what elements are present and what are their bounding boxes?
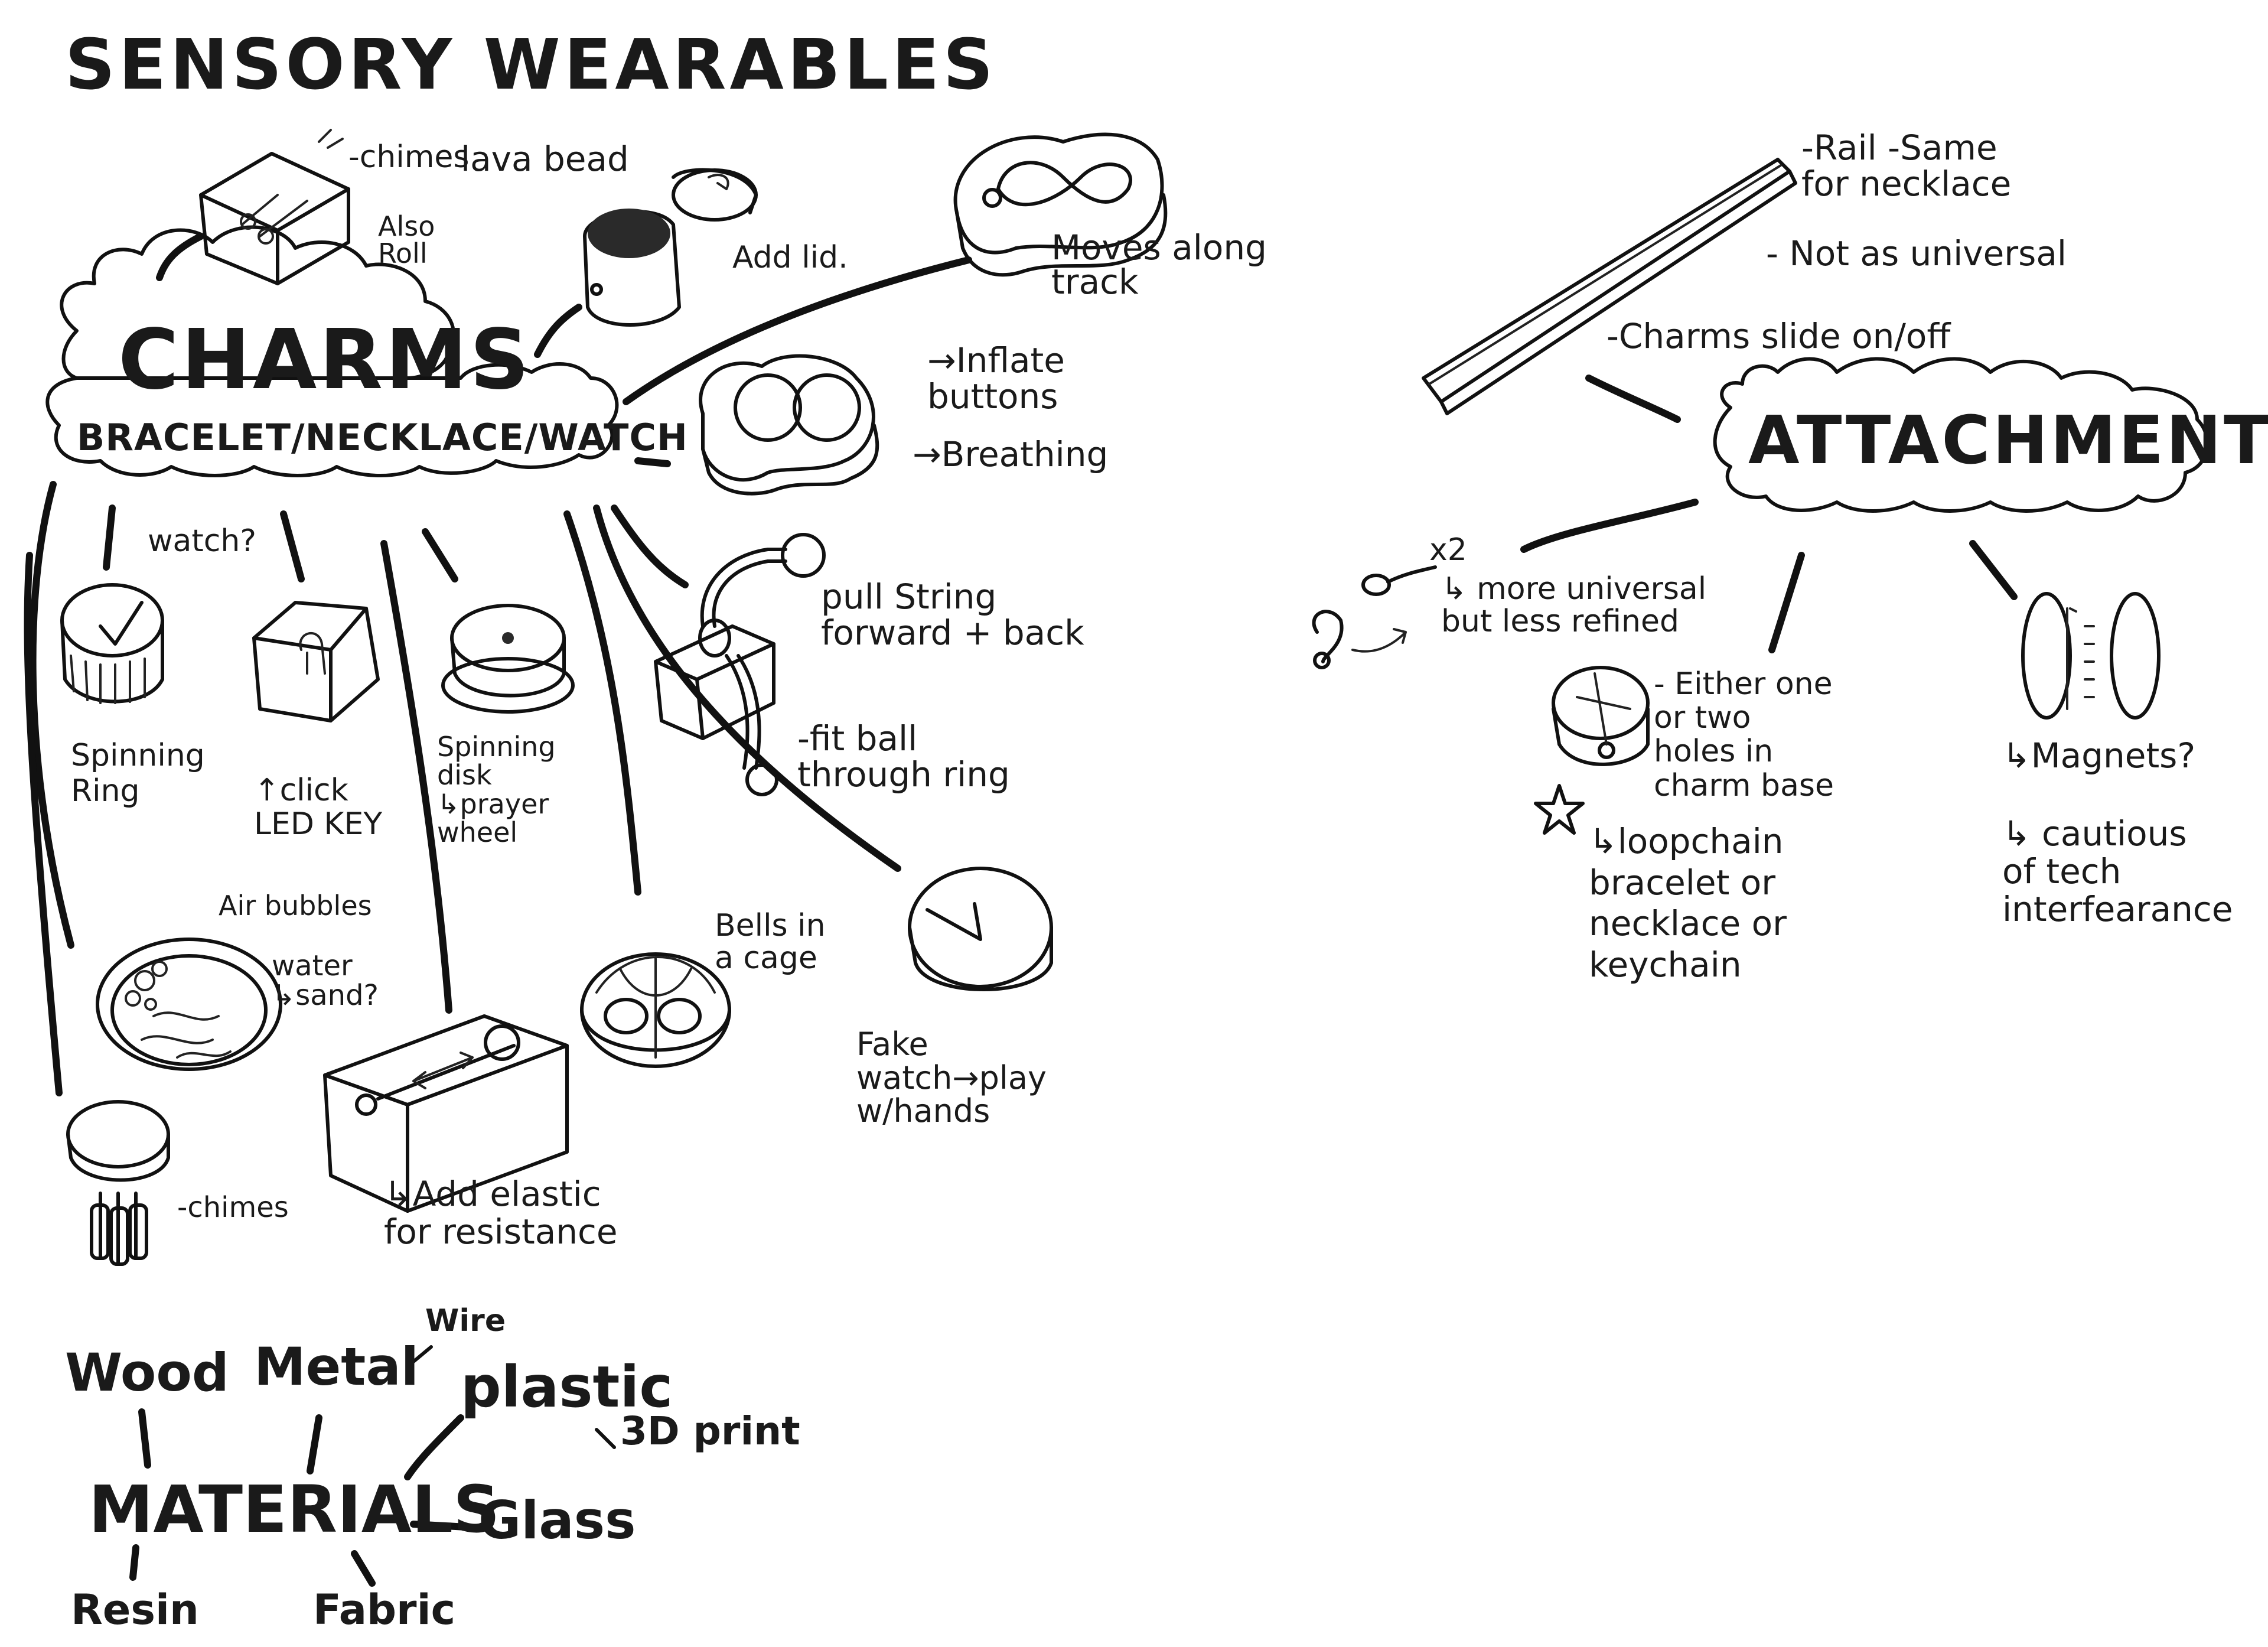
note-chimes-bottom: -chimes xyxy=(177,1191,289,1224)
material-wire: Wire xyxy=(425,1303,506,1339)
material-glass: Glass xyxy=(478,1490,636,1551)
note-cautious: ↳ cautious of tech interfearance xyxy=(2002,813,2233,929)
pull-string-sketch xyxy=(654,533,826,796)
attachment-heading: ATTACHMENT xyxy=(1748,402,2268,479)
note-add-lid: Add lid. xyxy=(732,240,848,275)
charms-cloud xyxy=(45,225,619,477)
infinity-track-sketch xyxy=(953,132,1168,277)
note-watch-q: watch? xyxy=(148,523,256,559)
led-key-sketch xyxy=(252,601,380,722)
lava-bead-sketch xyxy=(583,168,758,327)
note-spinning-ring: Spinning Ring xyxy=(71,738,205,809)
page-title: SENSORY WEARABLES xyxy=(65,24,997,105)
charm-base-sketch xyxy=(1534,666,1650,835)
note-click-led: ↑click LED KEY xyxy=(254,773,383,842)
material-wood: Wood xyxy=(65,1342,229,1403)
note-x2: x2 xyxy=(1429,532,1467,568)
material-resin: Resin xyxy=(71,1586,199,1634)
note-also-roll: Also Roll xyxy=(378,210,435,269)
material-3d-print: 3D print xyxy=(620,1408,800,1454)
connector-lines xyxy=(24,233,2018,1587)
note-fit-ball: -fit ball through ring xyxy=(797,718,1010,795)
note-fake-watch: Fake watch→play w/hands xyxy=(856,1026,1047,1130)
note-either-holes: - Either one or two holes in charm base xyxy=(1654,666,1834,803)
note-air-bubbles: Air bubbles xyxy=(219,890,372,922)
charms-subheading: BRACELET/NECKLACE/WATCH xyxy=(77,416,688,459)
note-chimes-box: -chimes xyxy=(348,139,470,175)
note-loopchain: ↳loopchain bracelet or necklace or keych… xyxy=(1589,821,1787,985)
rail-sketch xyxy=(1422,158,1797,415)
note-lava-bead: lava bead xyxy=(461,139,629,179)
charms-heading: CHARMS xyxy=(118,312,532,408)
material-fabric: Fabric xyxy=(313,1586,456,1634)
material-metal: Metal xyxy=(254,1336,419,1397)
note-magnets: ↳Magnets? xyxy=(2002,735,2196,776)
note-pull-string: pull String forward + back xyxy=(821,577,1084,653)
note-breathing: →Breathing xyxy=(913,434,1109,474)
materials-heading: MATERIALS xyxy=(89,1472,500,1547)
note-add-elastic: ↳Add elastic for resistance xyxy=(384,1174,618,1252)
material-plastic: plastic xyxy=(461,1354,673,1420)
elastic-box-sketch xyxy=(323,1014,569,1213)
clasp-sketch xyxy=(1312,565,1437,669)
note-spinning-disk: Spinning disk ↳prayer wheel xyxy=(437,731,556,848)
note-bells-cage: Bells in a cage xyxy=(715,908,826,976)
chime-box-sketch xyxy=(199,129,350,285)
note-more-universal: ↳ more universal but less refined xyxy=(1441,571,1707,639)
note-rail: -Rail -Same for necklace xyxy=(1801,128,2012,204)
magnets-sketch xyxy=(2021,592,2161,720)
note-charms-slide: -Charms slide on/off xyxy=(1606,316,1951,356)
air-bubbles-sketch xyxy=(96,938,282,1071)
fake-watch-sketch xyxy=(908,867,1053,991)
note-inflate-buttons: →Inflate buttons xyxy=(927,340,1065,416)
chimes-bottom-sketch xyxy=(66,1100,170,1266)
spinning-ring-sketch xyxy=(60,583,164,704)
note-not-universal: - Not as universal xyxy=(1766,233,2067,274)
inflate-buttons-sketch xyxy=(699,354,879,496)
bells-cage-sketch xyxy=(580,952,731,1068)
note-moves-track: Moves along track xyxy=(1051,227,1267,302)
attachment-cloud xyxy=(1713,357,2210,513)
note-water-sand: water ↳sand? xyxy=(272,949,379,1013)
spinning-disk-sketch xyxy=(441,604,575,714)
